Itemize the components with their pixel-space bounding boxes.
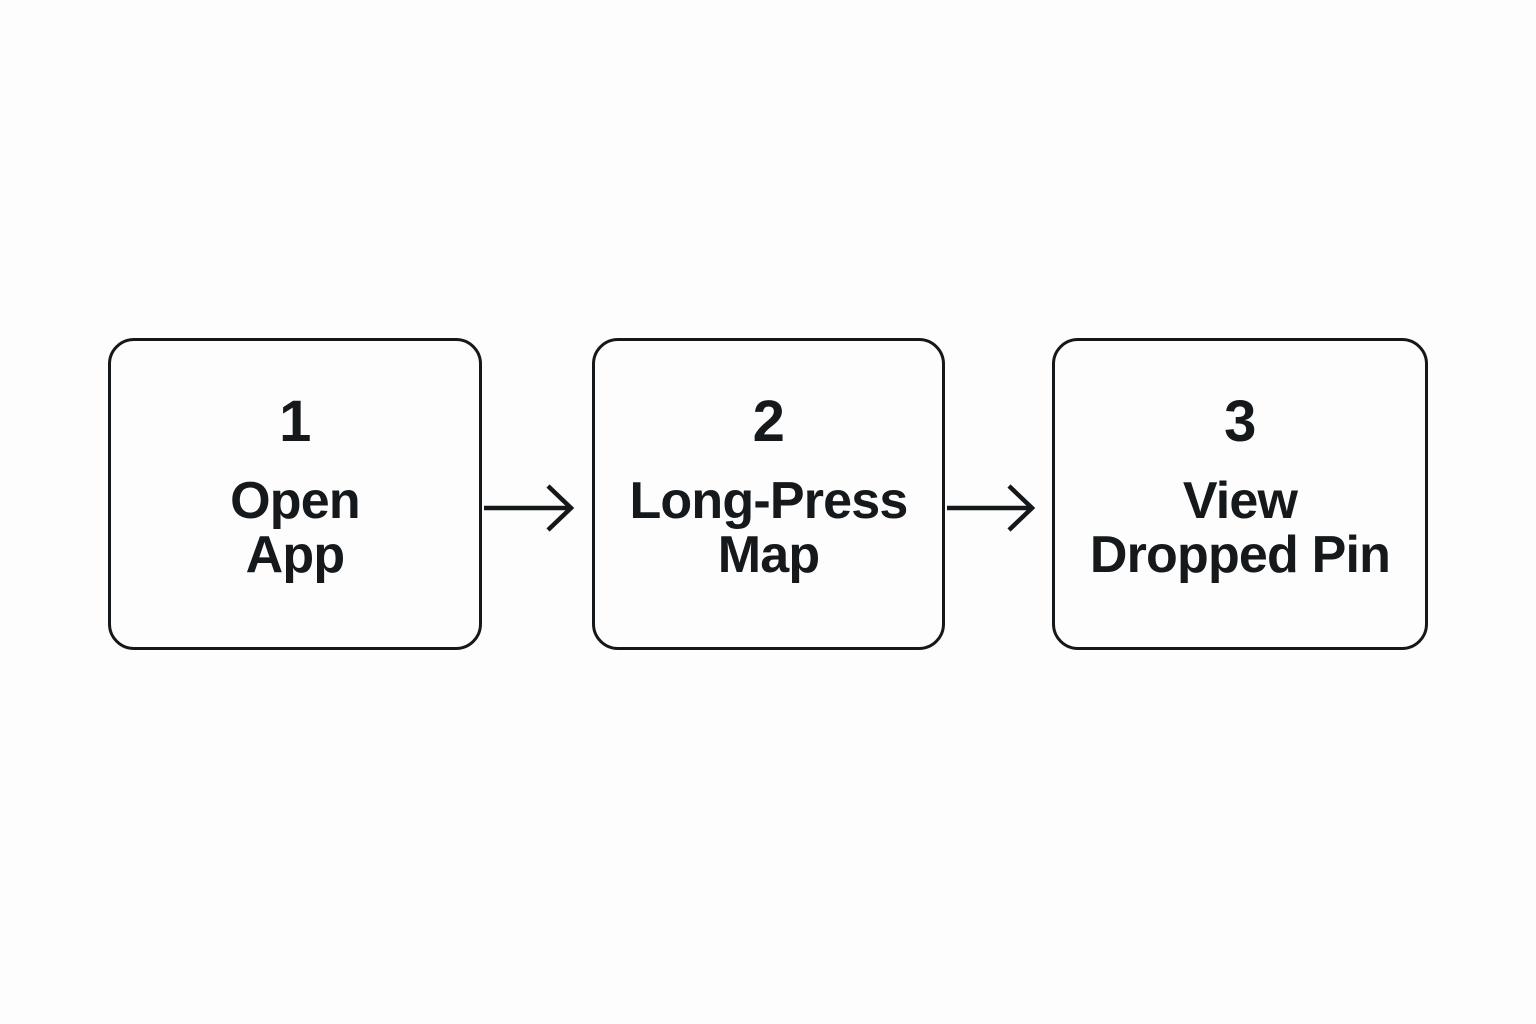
step-label-1-line-1: Open <box>230 472 361 530</box>
step-label-3: View Dropped Pin <box>1055 472 1425 584</box>
step-label-1-line-2: App <box>245 525 345 584</box>
step-label-2-line-1: Long-Press <box>629 472 908 530</box>
step-box-1[interactable]: 1 Open App <box>108 338 482 650</box>
step-label-2-line-2: Map <box>717 525 820 584</box>
step-label-3-line-1: View <box>1182 472 1298 530</box>
step-number-2: 2 <box>752 389 785 454</box>
step-number-3: 3 <box>1224 389 1256 454</box>
step-label-3-line-2: Dropped Pin <box>1089 525 1391 584</box>
step-number-1: 1 <box>279 389 311 454</box>
connector-arrow-2-to-3 <box>945 470 1057 546</box>
step-label-2: Long-Press Map <box>595 472 942 584</box>
step-label-1: Open App <box>111 472 479 584</box>
connector-arrow-1-to-2 <box>482 470 596 546</box>
step-box-3[interactable]: 3 View Dropped Pin <box>1052 338 1428 650</box>
step-box-2[interactable]: 2 Long-Press Map <box>592 338 945 650</box>
